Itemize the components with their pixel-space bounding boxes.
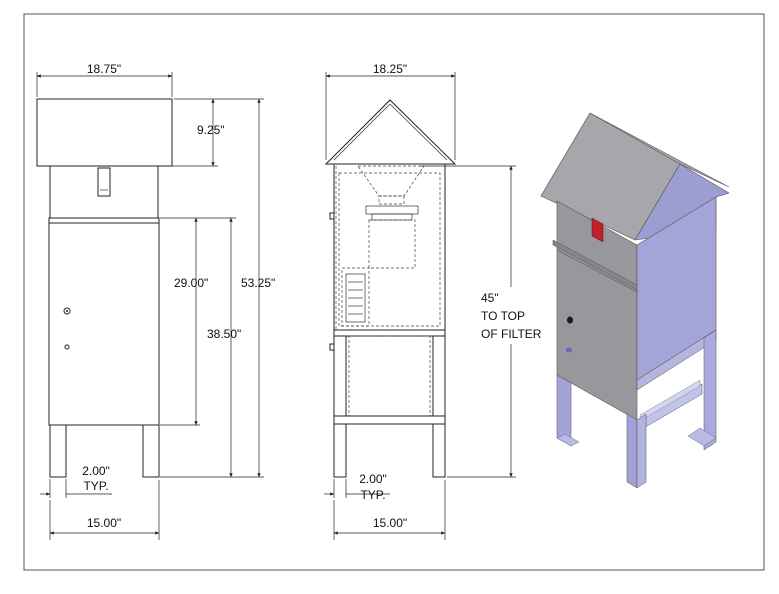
side-view: 18.25" 45" TO TOP OF FILTER 2.00" TYP. 1… xyxy=(324,62,542,540)
side-leg-width-label: 2.00" xyxy=(359,472,387,486)
iso-handle-icon xyxy=(566,347,572,353)
door-handle-icon xyxy=(64,344,70,350)
side-base-width-label: 15.00" xyxy=(373,516,407,530)
side-body xyxy=(333,163,446,331)
side-leg-right xyxy=(432,423,446,478)
front-leg-right xyxy=(142,424,160,478)
total-height-label: 53.25" xyxy=(241,276,275,290)
side-body-inner xyxy=(338,172,441,327)
iso-leg-back-right xyxy=(703,329,717,451)
side-roof xyxy=(324,99,457,165)
front-roof xyxy=(36,98,173,167)
sheet-border xyxy=(23,13,765,571)
door-height-label: 29.00" xyxy=(174,276,208,290)
front-door xyxy=(48,222,160,426)
front-filter-slot xyxy=(97,167,111,197)
side-lower-frame xyxy=(333,329,446,337)
side-width-label: 18.25" xyxy=(373,62,407,76)
iso-warning-label xyxy=(591,217,604,243)
roof-height-label: 9.25" xyxy=(197,123,225,137)
front-leg-width-label: 2.00" xyxy=(82,464,110,478)
filter-height-label: 45" xyxy=(481,291,499,305)
iso-shelf xyxy=(636,383,703,433)
front-leg-typ-label: TYP. xyxy=(83,479,108,493)
front-base-width-label: 15.00" xyxy=(87,516,121,530)
body-height-label: 38.50" xyxy=(207,327,241,341)
front-door-trim xyxy=(48,217,160,224)
filter-box xyxy=(368,219,416,269)
filter-height-line2: TO TOP xyxy=(481,309,525,323)
side-leg-typ-label: TYP. xyxy=(360,488,385,502)
side-leg-left xyxy=(333,423,347,478)
front-view: 18.75" 9.25" 29.00" 38.50" 53.25" 2.00" … xyxy=(36,62,275,540)
iso-leg-front-right xyxy=(626,413,638,489)
isometric-view xyxy=(540,112,730,489)
filter-height-line3: OF FILTER xyxy=(481,327,542,341)
iso-lock-icon xyxy=(567,316,573,324)
front-width-label: 18.75" xyxy=(87,62,121,76)
front-leg-left xyxy=(49,424,67,478)
electronics-box xyxy=(341,267,370,327)
side-shelf xyxy=(333,415,446,425)
